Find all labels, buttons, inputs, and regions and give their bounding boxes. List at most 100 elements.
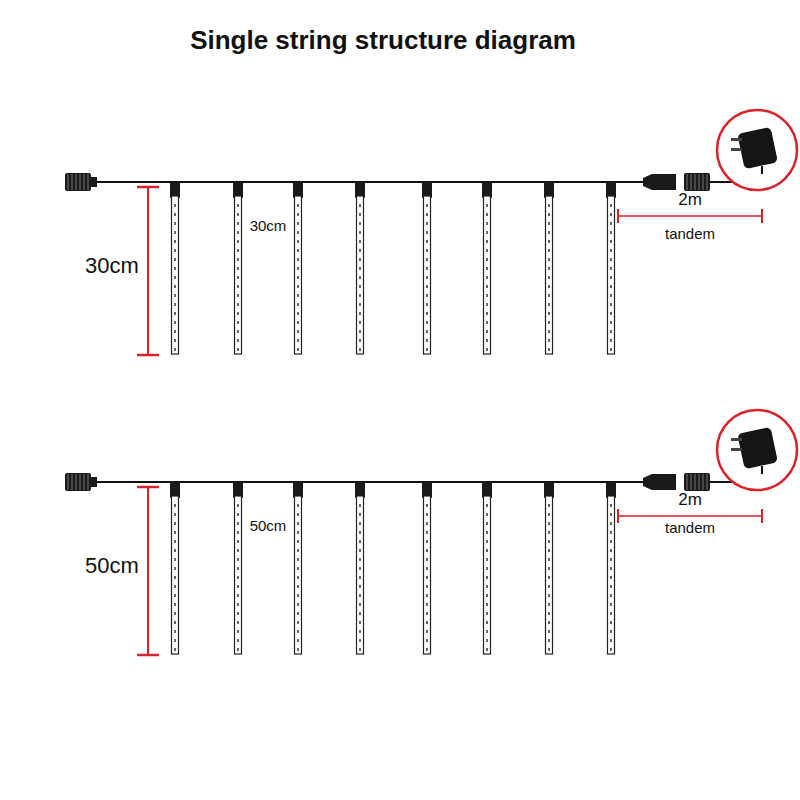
led-dot xyxy=(297,213,299,216)
dimension-tick xyxy=(137,654,159,657)
led-dot xyxy=(359,276,361,279)
led-dot xyxy=(610,339,612,342)
led-dot xyxy=(426,258,428,261)
meteor-tube xyxy=(357,496,364,654)
led-dot xyxy=(486,603,488,606)
led-dot xyxy=(548,612,550,615)
led-dot xyxy=(237,303,239,306)
led-dot xyxy=(610,312,612,315)
led-dot xyxy=(174,630,176,633)
connector-rib xyxy=(76,474,77,490)
led-dot xyxy=(297,531,299,534)
led-dot xyxy=(486,231,488,234)
led-dot xyxy=(174,303,176,306)
led-dot xyxy=(486,531,488,534)
led-dot xyxy=(174,312,176,315)
connector-rib xyxy=(80,174,81,190)
led-dot xyxy=(237,603,239,606)
end-connector-neck xyxy=(89,477,97,487)
end-connector xyxy=(65,473,91,491)
led-dot xyxy=(237,330,239,333)
led-dot xyxy=(486,639,488,642)
led-dot xyxy=(174,294,176,297)
led-dot xyxy=(297,540,299,543)
connector-rib xyxy=(699,174,700,190)
led-dot xyxy=(297,231,299,234)
adapter-prong xyxy=(731,138,742,141)
length-dimension: 30cm xyxy=(85,254,139,278)
led-dot xyxy=(297,576,299,579)
led-dot xyxy=(297,504,299,507)
led-dot xyxy=(237,231,239,234)
led-dot xyxy=(548,294,550,297)
led-dot xyxy=(174,222,176,225)
led-dot xyxy=(548,321,550,324)
connector-rib xyxy=(691,474,692,490)
led-dot xyxy=(174,231,176,234)
led-dot xyxy=(610,276,612,279)
led-dot xyxy=(486,504,488,507)
led-dot xyxy=(426,294,428,297)
led-dot xyxy=(297,258,299,261)
led-dot xyxy=(426,603,428,606)
led-dot xyxy=(426,285,428,288)
connector-rib xyxy=(88,474,89,490)
dimension-line xyxy=(147,187,149,355)
led-dot xyxy=(174,612,176,615)
meteor-tube xyxy=(546,496,553,654)
led-dot xyxy=(297,204,299,207)
led-dot xyxy=(237,348,239,351)
led-dot xyxy=(237,621,239,624)
led-dot xyxy=(237,630,239,633)
led-dot xyxy=(610,603,612,606)
end-connector xyxy=(65,173,91,191)
led-dot xyxy=(486,240,488,243)
led-dot xyxy=(548,639,550,642)
led-dot xyxy=(174,567,176,570)
dimension-line xyxy=(618,515,762,517)
led-dot xyxy=(297,648,299,651)
led-dot xyxy=(610,576,612,579)
led-dot xyxy=(548,213,550,216)
led-dot xyxy=(359,504,361,507)
led-dot xyxy=(486,222,488,225)
led-dot xyxy=(237,222,239,225)
led-dot xyxy=(359,603,361,606)
led-dot xyxy=(426,558,428,561)
led-dot xyxy=(297,267,299,270)
led-dot xyxy=(426,276,428,279)
led-dot xyxy=(359,231,361,234)
led-dot xyxy=(610,513,612,516)
led-dot xyxy=(237,549,239,552)
led-dot xyxy=(426,585,428,588)
led-dot xyxy=(174,504,176,507)
led-dot xyxy=(297,549,299,552)
led-dot xyxy=(426,204,428,207)
led-dot xyxy=(548,594,550,597)
adapter-prong xyxy=(731,148,742,151)
led-dot xyxy=(359,648,361,651)
led-dot xyxy=(610,567,612,570)
led-dot xyxy=(426,612,428,615)
led-dot xyxy=(297,603,299,606)
led-dot xyxy=(486,621,488,624)
led-dot xyxy=(237,339,239,342)
led-dot xyxy=(237,321,239,324)
led-dot xyxy=(359,585,361,588)
led-dot xyxy=(297,594,299,597)
connector-rib xyxy=(703,174,704,190)
led-dot xyxy=(548,285,550,288)
power-adapter xyxy=(737,427,778,469)
led-dot xyxy=(174,240,176,243)
connector-rib xyxy=(687,474,688,490)
led-dot xyxy=(548,240,550,243)
led-dot xyxy=(610,249,612,252)
led-dot xyxy=(237,294,239,297)
led-dot xyxy=(359,576,361,579)
dimension-tick xyxy=(617,209,619,223)
led-dot xyxy=(174,513,176,516)
led-dot xyxy=(548,630,550,633)
connector-rib xyxy=(88,174,89,190)
led-dot xyxy=(174,276,176,279)
adapter-prong xyxy=(731,448,742,451)
